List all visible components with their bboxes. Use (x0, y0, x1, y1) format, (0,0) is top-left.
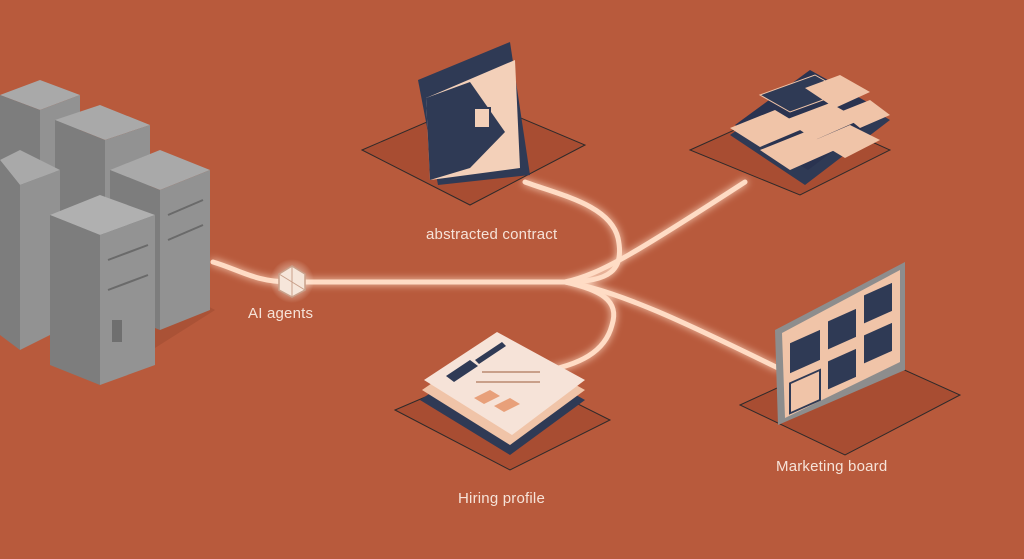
server-rack-icon (0, 80, 215, 385)
line-hub-to-marketing (562, 279, 781, 371)
stacked-tiles-icon (688, 70, 892, 196)
label-marketing-board: Marketing board (776, 458, 888, 475)
resume-stack-icon (393, 332, 612, 471)
line-hub-to-boards (562, 179, 748, 285)
line-hub-to-hiring (537, 279, 617, 375)
label-ai-agents: AI agents (248, 305, 314, 322)
folder-contract-icon (360, 42, 587, 206)
dashboard-board-icon (738, 262, 962, 456)
label-abstracted-contract: abstracted contract (426, 226, 558, 243)
label-hiring-profile: Hiring profile (458, 490, 545, 507)
line-servers-to-hub (210, 259, 568, 285)
ai-agent-node-icon (270, 259, 314, 303)
line-hub-to-contract (522, 179, 622, 285)
